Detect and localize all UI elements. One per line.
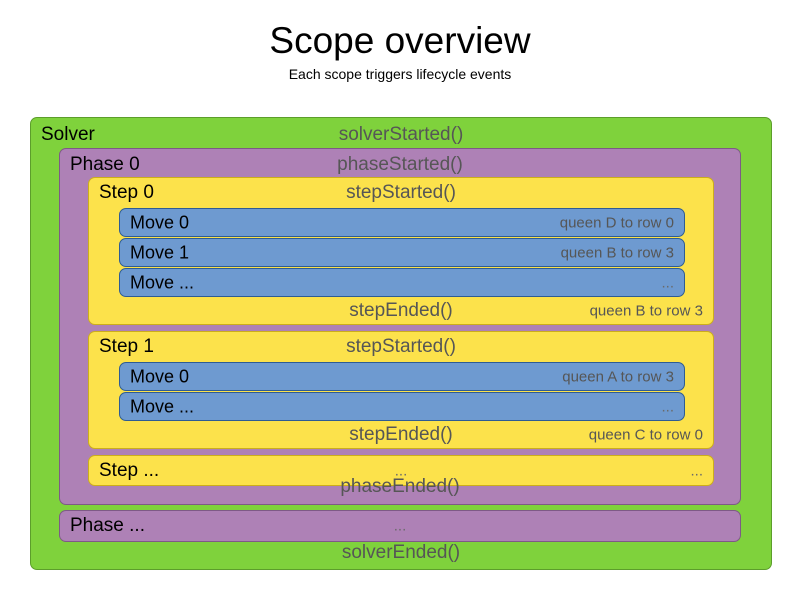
- move-row: Move 1 queen B to row 3: [119, 238, 685, 267]
- heading: Scope overview Each scope triggers lifec…: [0, 0, 800, 82]
- phase-0-footer-row: phaseEnded(): [60, 472, 740, 502]
- step-1-ended-event: stepEnded(): [349, 424, 453, 445]
- phase-0-started-event: phaseStarted(): [337, 154, 463, 175]
- move-row: Move 0 queen D to row 0: [119, 208, 685, 237]
- step-ellipsis-scope: Step ... ... ...: [88, 455, 714, 486]
- phase-ellipsis-scope: Phase ... ...: [59, 510, 741, 542]
- step-1-header-row: Step 1 stepStarted(): [89, 332, 713, 362]
- page-subtitle: Each scope triggers lifecycle events: [288, 65, 512, 82]
- phase-0-ended-event: phaseEnded(): [340, 476, 460, 497]
- phase-0-scope: Phase 0 phaseStarted() Step 0 stepStarte…: [59, 148, 741, 505]
- phase-ellipsis-center: ...: [393, 517, 407, 535]
- phase-0-label: Phase 0: [70, 154, 140, 175]
- step-1-move-0-detail: queen A to row 3: [562, 368, 674, 385]
- step-0-ended-event: stepEnded(): [349, 300, 453, 321]
- page-title: Scope overview: [269, 20, 531, 61]
- step-1-label: Step 1: [99, 336, 154, 357]
- step-ellipsis-label: Step ...: [99, 459, 160, 481]
- step-ellipsis-right: ...: [690, 462, 703, 479]
- solver-scope: Solver solverStarted() Phase 0 phaseStar…: [30, 117, 772, 570]
- phase-ellipsis-label: Phase ...: [70, 515, 145, 536]
- step-1-ended-detail: queen C to row 0: [588, 426, 703, 444]
- step-0-move-ellipsis-detail: ...: [661, 274, 674, 291]
- step-0-label: Step 0: [99, 182, 154, 203]
- step-1-footer-row: stepEnded() queen C to row 0: [89, 420, 713, 450]
- move-row: Move ... ...: [119, 268, 685, 297]
- step-0-move-1-detail: queen B to row 3: [560, 244, 674, 261]
- solver-started-event: solverStarted(): [338, 124, 464, 145]
- step-0-move-0-label: Move 0: [130, 212, 190, 232]
- step-1-scope: Step 1 stepStarted() Move 0 queen A to r…: [88, 331, 714, 449]
- step-0-ended-detail: queen B to row 3: [589, 302, 703, 320]
- step-1-move-ellipsis-detail: ...: [661, 398, 674, 415]
- step-0-scope: Step 0 stepStarted() Move 0 queen D to r…: [88, 177, 714, 325]
- phase-0-header-row: Phase 0 phaseStarted(): [60, 150, 740, 180]
- step-0-move-1-label: Move 1: [130, 242, 190, 262]
- step-0-header-row: Step 0 stepStarted(): [89, 178, 713, 208]
- solver-header-row: Solver solverStarted(): [31, 120, 771, 150]
- phase-ellipsis-row: Phase ... ...: [60, 511, 740, 541]
- step-0-started-event: stepStarted(): [346, 182, 456, 203]
- step-1-started-event: stepStarted(): [346, 336, 456, 357]
- step-0-move-ellipsis-label: Move ...: [130, 272, 195, 292]
- solver-label: Solver: [41, 124, 95, 145]
- step-ellipsis-row: Step ... ... ...: [89, 456, 713, 485]
- step-0-footer-row: stepEnded() queen B to row 3: [89, 296, 713, 326]
- solver-footer-row: solverEnded(): [31, 538, 771, 568]
- solver-ended-event: solverEnded(): [341, 542, 461, 563]
- step-1-move-ellipsis-label: Move ...: [130, 396, 195, 416]
- step-ellipsis-center: ...: [394, 462, 408, 479]
- step-1-move-0-label: Move 0: [130, 366, 190, 386]
- step-0-move-0-detail: queen D to row 0: [559, 214, 674, 231]
- move-row: Move 0 queen A to row 3: [119, 362, 685, 391]
- move-row: Move ... ...: [119, 392, 685, 421]
